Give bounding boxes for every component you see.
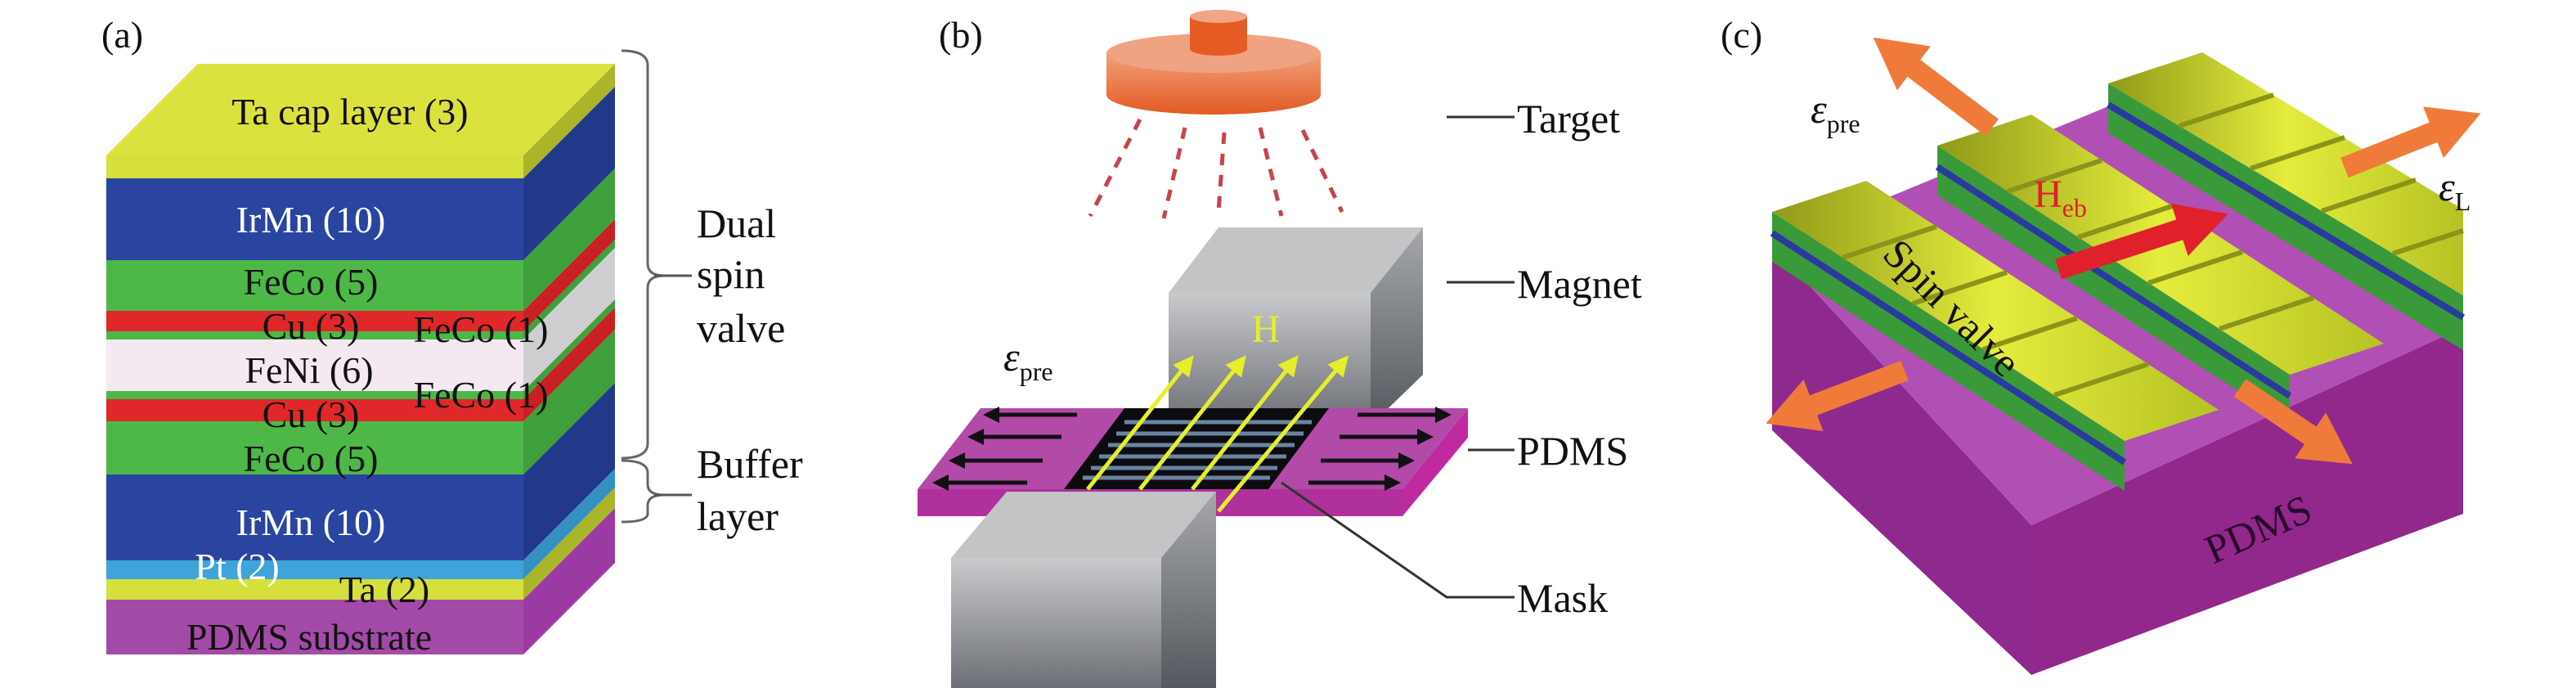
layer-pt xyxy=(106,560,523,579)
label-feco1-top: FeCo (1) xyxy=(414,308,549,350)
sputter-flux xyxy=(1088,118,1344,219)
label-heb: Heb xyxy=(2034,173,2087,223)
buffer-layer-bracket xyxy=(621,459,665,524)
label-prestrain: εpre xyxy=(1811,86,1860,138)
label-mask: Mask xyxy=(1517,575,1608,621)
label-irmn-bottom: IrMn (10) xyxy=(236,501,386,543)
panel-a-tag: (a) xyxy=(101,14,143,56)
pdms-block xyxy=(1772,106,2463,675)
shadow-mask xyxy=(1064,408,1329,489)
panel-b: (b) xyxy=(918,10,1642,688)
strain-arrows xyxy=(1766,37,2481,465)
label-field-h: H xyxy=(1252,308,1281,351)
field-arrows xyxy=(1086,355,1349,513)
label-pt: Pt (2) xyxy=(195,546,280,587)
dual-spin-valve-bracket xyxy=(621,49,665,460)
magnet-bottom xyxy=(951,492,1216,688)
layer-ta-cap xyxy=(106,155,523,178)
arrow-strain-l-right xyxy=(2340,106,2481,178)
prestrain-arrows xyxy=(932,407,1452,491)
stack-side-face xyxy=(523,64,615,654)
exchange-bias-arrow xyxy=(2054,203,2228,280)
label-pdms-substrate: PDMS substrate xyxy=(186,616,432,658)
label-layer: layer xyxy=(697,493,779,539)
stack-top-face xyxy=(106,64,615,155)
layer-pdms xyxy=(106,600,523,654)
layer-feco-top xyxy=(106,260,523,311)
callout-lines xyxy=(1281,115,1515,599)
label-ta-cap: Ta cap layer (3) xyxy=(231,91,468,133)
label-strain-l: εL xyxy=(2439,164,2471,216)
label-feni: FeNi (6) xyxy=(245,349,373,391)
layer-feni xyxy=(106,340,523,391)
label-spin: spin xyxy=(697,251,765,297)
panel-c-tag: (c) xyxy=(1721,14,1762,56)
panel-c: (c) εpre xyxy=(1721,14,2481,675)
layer-ta xyxy=(106,579,523,600)
arrow-strain-l-down xyxy=(2233,379,2353,465)
label-dual: Dual xyxy=(697,200,776,246)
label-prestrain: εpre xyxy=(1003,334,1053,386)
layer-irmn-bottom xyxy=(106,474,523,560)
layer-feco1-top xyxy=(106,331,523,340)
layer-feco-bottom xyxy=(106,421,523,474)
label-feco-bottom: FeCo (5) xyxy=(244,438,379,479)
spin-valve-strip xyxy=(1770,181,2219,491)
panel-b-tag: (b) xyxy=(939,14,983,56)
label-pdms: PDMS xyxy=(1517,428,1628,474)
sputter-target xyxy=(1106,10,1321,115)
layer-feco1-bottom xyxy=(106,391,523,399)
label-valve: valve xyxy=(697,305,785,351)
label-buffer: Buffer xyxy=(697,441,803,487)
arrow-prestrain-down xyxy=(1766,360,1909,432)
label-irmn-top: IrMn (10) xyxy=(236,199,386,241)
panel-a: (a) xyxy=(101,14,803,658)
label-target: Target xyxy=(1517,96,1620,142)
label-ta: Ta (2) xyxy=(339,569,429,610)
arrow-prestrain-up xyxy=(1873,37,1999,137)
label-feco-top: FeCo (5) xyxy=(244,261,379,303)
label-feco1-bottom: FeCo (1) xyxy=(414,374,549,416)
magnet-top xyxy=(1169,227,1423,425)
layer-cu-top xyxy=(106,311,523,331)
label-cu-top: Cu (3) xyxy=(263,305,360,347)
spin-valve-strip xyxy=(2106,52,2466,350)
stack-front-face xyxy=(106,155,523,654)
label-magnet: Magnet xyxy=(1517,261,1642,307)
layer-irmn-top xyxy=(106,178,523,260)
layer-cu-bottom xyxy=(106,399,523,421)
label-cu-bottom: Cu (3) xyxy=(263,393,360,435)
